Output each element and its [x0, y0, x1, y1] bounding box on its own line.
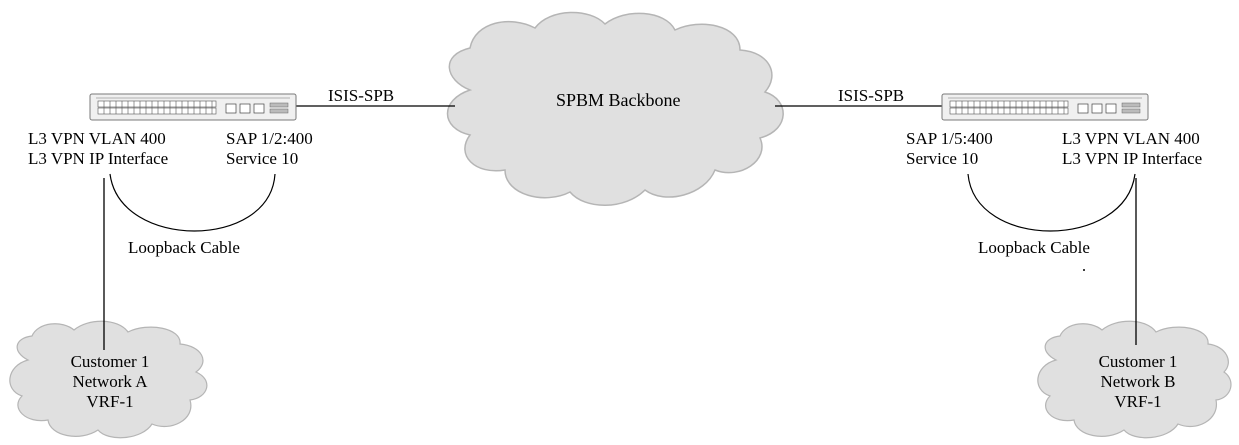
left-customer-cloud — [9, 320, 208, 439]
left-service-label: Service 10 — [226, 149, 299, 168]
right-dot-mark — [1083, 269, 1085, 271]
left-customer-label: Customer 1 Network A VRF-1 — [50, 352, 170, 412]
right-service-label: Service 10 — [906, 149, 979, 168]
right-vlan-label: L3 VPN VLAN 400 — [1062, 129, 1200, 148]
right-customer-line2: Network B — [1100, 372, 1176, 391]
left-loopback-cable — [109, 173, 276, 232]
right-customer-cloud — [1037, 320, 1232, 439]
left-vlan-label: L3 VPN VLAN 400 — [28, 129, 166, 148]
left-sap-label: SAP 1/2:400 — [226, 129, 313, 148]
left-isis-label: ISIS-SPB — [328, 86, 395, 105]
right-customer-line1: Customer 1 — [1098, 352, 1178, 371]
left-customer-line2: Network A — [72, 372, 148, 391]
left-switch — [89, 93, 297, 121]
left-loopback-label: Loopback Cable — [128, 238, 240, 257]
left-customer-line1: Customer 1 — [70, 352, 150, 371]
right-isis-label: ISIS-SPB — [838, 86, 905, 105]
left-ip-label: L3 VPN IP Interface — [28, 149, 169, 168]
right-customer-label: Customer 1 Network B VRF-1 — [1078, 352, 1198, 412]
right-loopback-label: Loopback Cable — [978, 238, 1090, 257]
backbone-label: SPBM Backbone — [556, 90, 681, 110]
backbone-cloud — [446, 11, 784, 206]
right-loopback-cable — [967, 173, 1136, 232]
right-sap-label: SAP 1/5:400 — [906, 129, 993, 148]
right-ip-label: L3 VPN IP Interface — [1062, 149, 1203, 168]
right-switch — [941, 93, 1149, 121]
right-customer-line3: VRF-1 — [1114, 392, 1162, 411]
left-customer-line3: VRF-1 — [86, 392, 134, 411]
